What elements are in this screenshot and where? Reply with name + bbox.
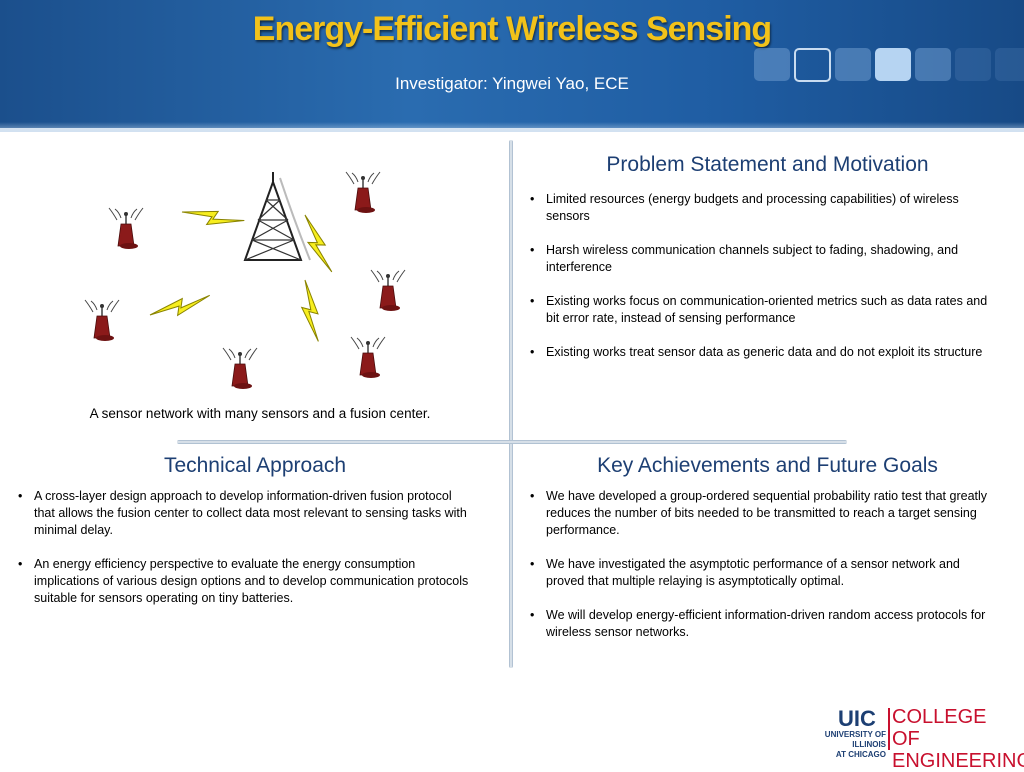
achievements-list: We have developed a group-ordered sequen… — [526, 488, 996, 658]
logo-university-line: AT CHICAGO — [835, 750, 886, 759]
investigator-subtitle: Investigator: Yingwei Yao, ECE — [395, 74, 629, 93]
decorative-tile — [754, 48, 790, 81]
problem-list: Limited resources (energy budgets and pr… — [526, 191, 996, 378]
list-item: A cross-layer design approach to develop… — [14, 488, 474, 539]
logo-university-line: UNIVERSITY OF ILLINOIS — [824, 730, 886, 749]
vertical-divider — [509, 140, 513, 668]
figure-caption: A sensor network with many sensors and a… — [89, 406, 431, 421]
achievements-heading: Key Achievements and Future Goals — [597, 454, 938, 477]
decorative-tile — [835, 48, 871, 81]
logo-university: UNIVERSITY OF ILLINOIS AT CHICAGO — [794, 730, 886, 760]
lightning-icon — [281, 279, 343, 342]
list-item: Limited resources (energy budgets and pr… — [526, 191, 996, 225]
decorative-tile — [875, 48, 911, 81]
sensor-icon — [84, 299, 120, 342]
sensor-icon — [222, 347, 258, 390]
list-item: We will develop energy-efficient informa… — [526, 607, 996, 641]
technical-heading: Technical Approach — [163, 454, 347, 477]
fusion-center-tower-icon — [243, 172, 311, 261]
list-item: We have developed a group-ordered sequen… — [526, 488, 996, 539]
sensor-icon — [350, 336, 386, 379]
sensor-network-figure — [84, 171, 406, 390]
logo-college-line: ENGINEERING — [892, 750, 1024, 772]
logo-separator — [888, 708, 890, 750]
decorative-tiles — [754, 48, 1024, 82]
problem-heading: Problem Statement and Motivation — [606, 153, 929, 176]
banner-bottom-strip — [0, 128, 1024, 132]
list-item: Existing works focus on communication-or… — [526, 293, 996, 327]
logo-college: COLLEGE OF ENGINEERING — [892, 706, 1024, 772]
lightning-icon — [181, 191, 245, 242]
sensor-icon — [370, 269, 406, 312]
list-item: An energy efficiency perspective to eval… — [14, 556, 474, 607]
horizontal-divider — [177, 440, 847, 444]
decorative-tile — [794, 48, 831, 82]
logo-college-line: COLLEGE OF — [892, 706, 987, 750]
technical-list: A cross-layer design approach to develop… — [14, 488, 474, 624]
logo-brand: UIC — [838, 706, 876, 731]
uic-engineering-logo: UIC UNIVERSITY OF ILLINOIS AT CHICAGO CO… — [790, 706, 1024, 772]
header-banner: Energy-Efficient Wireless Sensing Invest… — [0, 0, 1024, 132]
page-title: Energy-Efficient Wireless Sensing — [252, 10, 772, 48]
decorative-tile — [995, 48, 1024, 81]
sensor-icon — [108, 207, 144, 250]
decorative-tile — [955, 48, 991, 81]
list-item: We have investigated the asymptotic perf… — [526, 556, 996, 590]
lightning-icon — [149, 273, 211, 337]
decorative-tile — [915, 48, 951, 81]
list-item: Harsh wireless communication channels su… — [526, 242, 996, 276]
sensor-icon — [345, 171, 381, 214]
list-item: Existing works treat sensor data as gene… — [526, 344, 996, 361]
